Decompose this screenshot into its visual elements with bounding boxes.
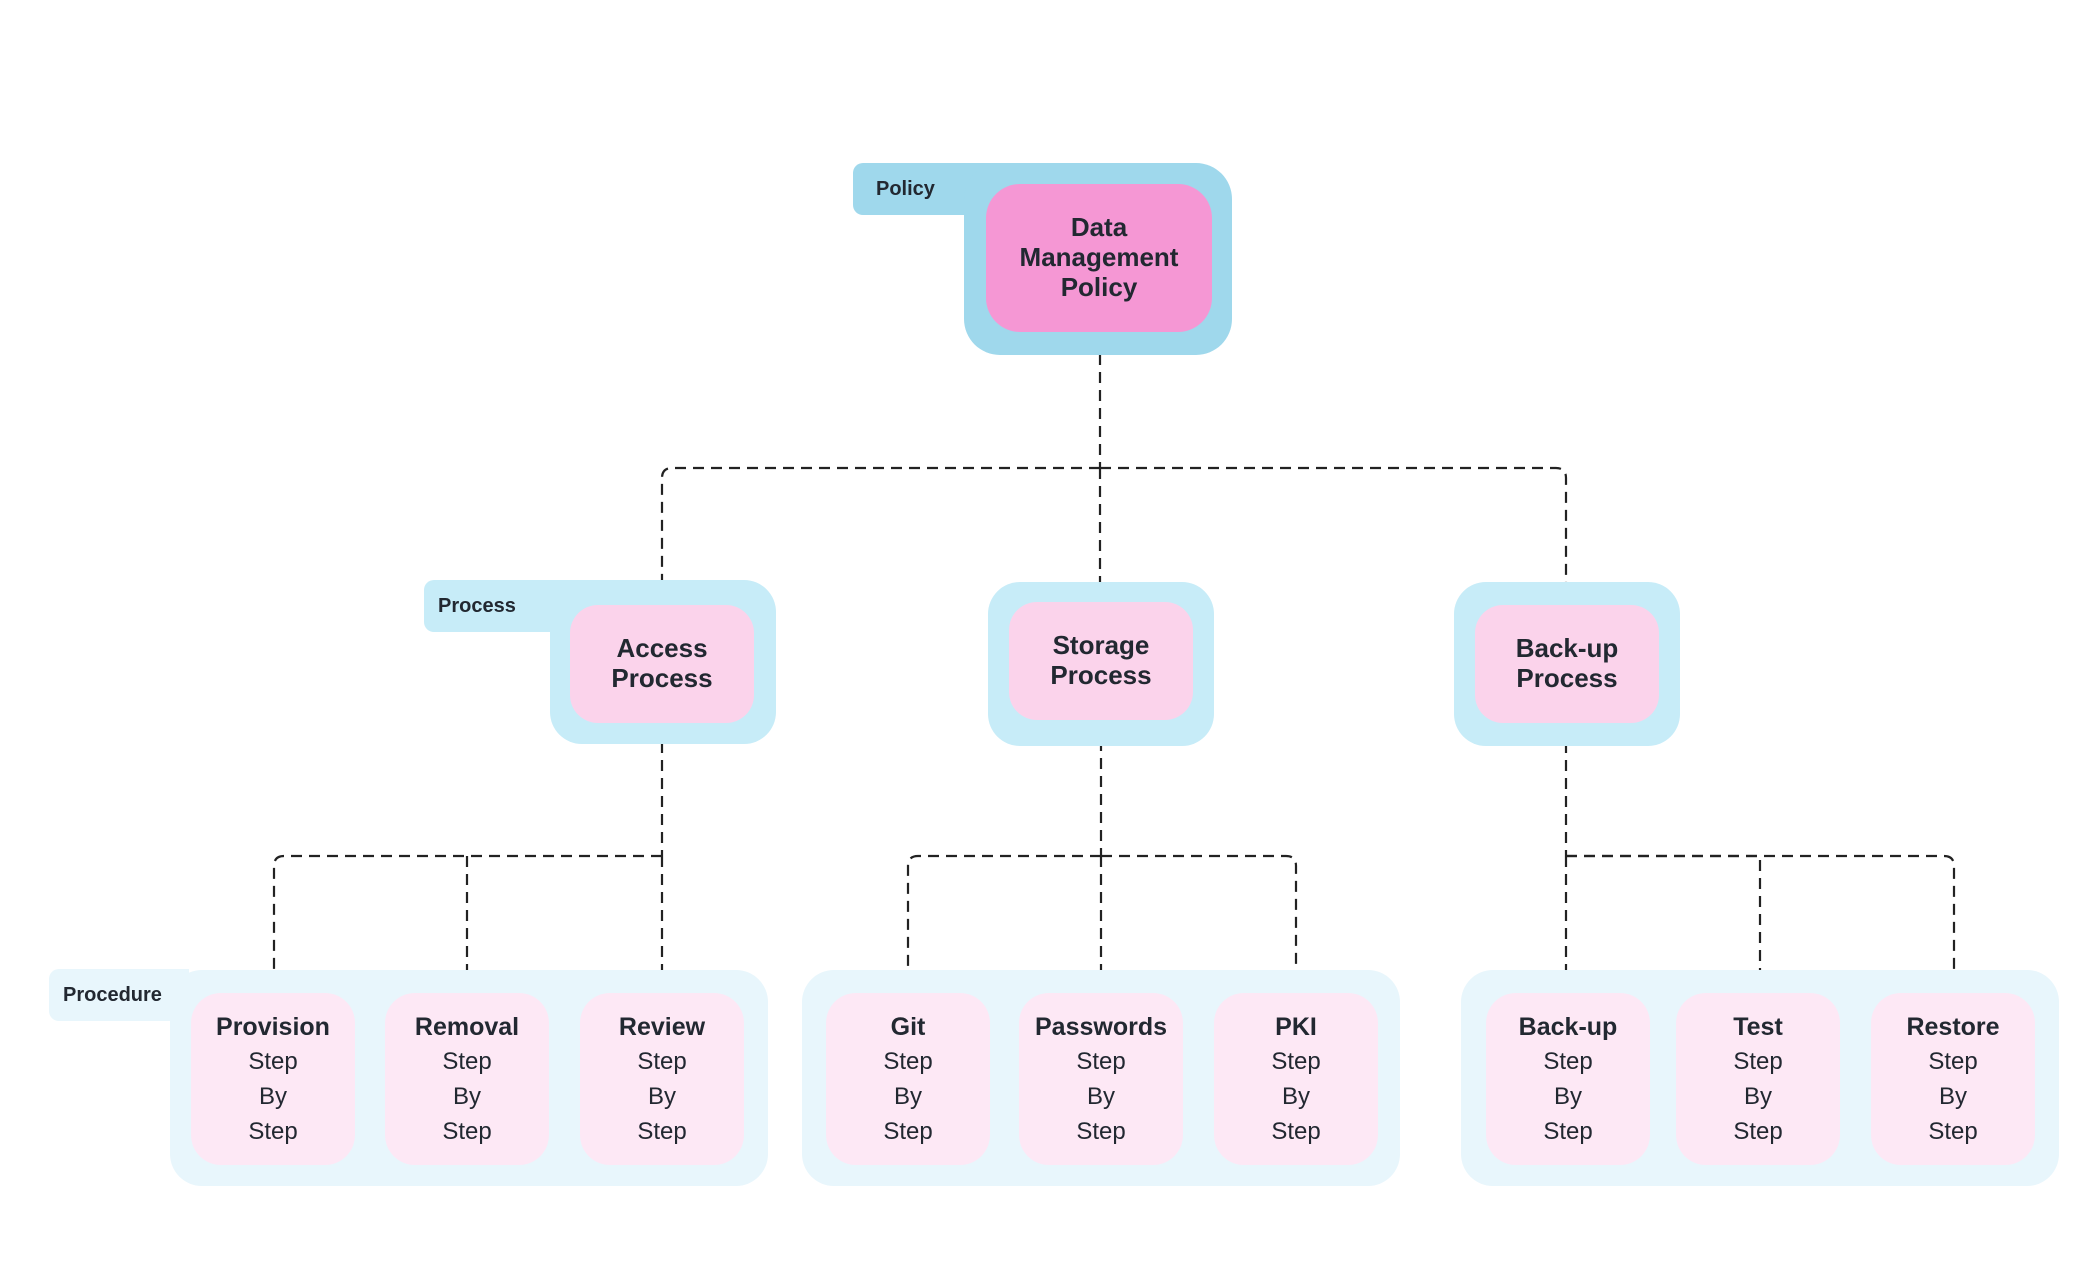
- procedure-step: Step: [1733, 1117, 1783, 1145]
- procedure-level-tag: Procedure: [49, 969, 189, 1021]
- procedure-provision[interactable]: Provision Step By Step: [191, 993, 355, 1165]
- procedure-step: Step: [442, 1047, 492, 1075]
- procedure-step: Step: [1543, 1047, 1593, 1075]
- procedure-step: Step: [637, 1047, 687, 1075]
- procedure-step: Step: [248, 1047, 298, 1075]
- procedure-title: Git: [890, 1012, 926, 1041]
- policy-level-label: Policy: [876, 178, 935, 200]
- connector-policy-to-backup: [1100, 466, 1568, 604]
- procedure-step: Step: [1271, 1047, 1321, 1075]
- procedure-backup[interactable]: Back-up Step By Step: [1486, 993, 1650, 1165]
- procedure-step: Step: [1076, 1117, 1126, 1145]
- procedure-test[interactable]: Test Step By Step: [1676, 993, 1840, 1165]
- procedure-title: Passwords: [1034, 1012, 1167, 1041]
- procedure-step: By: [647, 1082, 676, 1110]
- procedure-step: By: [893, 1082, 922, 1110]
- access-process-title: Access Process: [611, 633, 713, 693]
- access-process-node[interactable]: Access Process: [570, 605, 754, 723]
- procedure-title: Provision: [216, 1012, 330, 1041]
- backup-process-node[interactable]: Back-up Process: [1475, 605, 1659, 723]
- connector-access-to-provision: [272, 854, 662, 990]
- procedure-step: Step: [1543, 1117, 1593, 1145]
- procedure-step: By: [258, 1082, 287, 1110]
- procedure-title: Test: [1733, 1012, 1783, 1041]
- procedure-title: PKI: [1275, 1012, 1317, 1041]
- procedure-restore[interactable]: Restore Step By Step: [1871, 993, 2035, 1165]
- connector-storage-to-pki: [1101, 854, 1298, 990]
- policy-node-title: Data Management Policy: [1019, 212, 1179, 302]
- connector-storage-to-git: [906, 854, 1101, 990]
- procedure-level-label: Procedure: [63, 984, 162, 1006]
- procedure-step: Step: [637, 1117, 687, 1145]
- procedure-step: Step: [1271, 1117, 1321, 1145]
- procedure-step: Step: [1733, 1047, 1783, 1075]
- policy-node[interactable]: Data Management Policy: [986, 184, 1212, 332]
- procedure-git[interactable]: Git Step By Step: [826, 993, 990, 1165]
- procedure-step: Step: [883, 1047, 933, 1075]
- procedure-step: By: [452, 1082, 481, 1110]
- process-level-label: Process: [438, 595, 516, 617]
- storage-process-title: Storage Process: [1050, 630, 1152, 690]
- procedure-step: Step: [442, 1117, 492, 1145]
- procedure-step: By: [1743, 1082, 1772, 1110]
- procedure-step: Step: [883, 1117, 933, 1145]
- procedure-title: Removal: [414, 1012, 520, 1041]
- connector-backup-to-restore: [1566, 854, 1956, 990]
- procedure-step: Step: [1928, 1047, 1978, 1075]
- procedure-passwords[interactable]: Passwords Step By Step: [1019, 993, 1183, 1165]
- procedure-title: Restore: [1906, 1012, 2000, 1041]
- procedure-removal[interactable]: Removal Step By Step: [385, 993, 549, 1165]
- connector-policy-to-access: [660, 466, 1100, 604]
- procedure-review[interactable]: Review Step By Step: [580, 993, 744, 1165]
- procedure-step: Step: [1076, 1047, 1126, 1075]
- procedure-pki[interactable]: PKI Step By Step: [1214, 993, 1378, 1165]
- procedure-step: Step: [1928, 1117, 1978, 1145]
- procedure-title: Back-up: [1518, 1012, 1618, 1041]
- procedure-step: By: [1281, 1082, 1310, 1110]
- storage-process-node[interactable]: Storage Process: [1009, 602, 1193, 720]
- procedure-step: Step: [248, 1117, 298, 1145]
- procedure-step: By: [1086, 1082, 1115, 1110]
- procedure-step: By: [1938, 1082, 1967, 1110]
- procedure-step: By: [1553, 1082, 1582, 1110]
- backup-process-title: Back-up Process: [1515, 633, 1619, 693]
- procedure-title: Review: [618, 1012, 706, 1041]
